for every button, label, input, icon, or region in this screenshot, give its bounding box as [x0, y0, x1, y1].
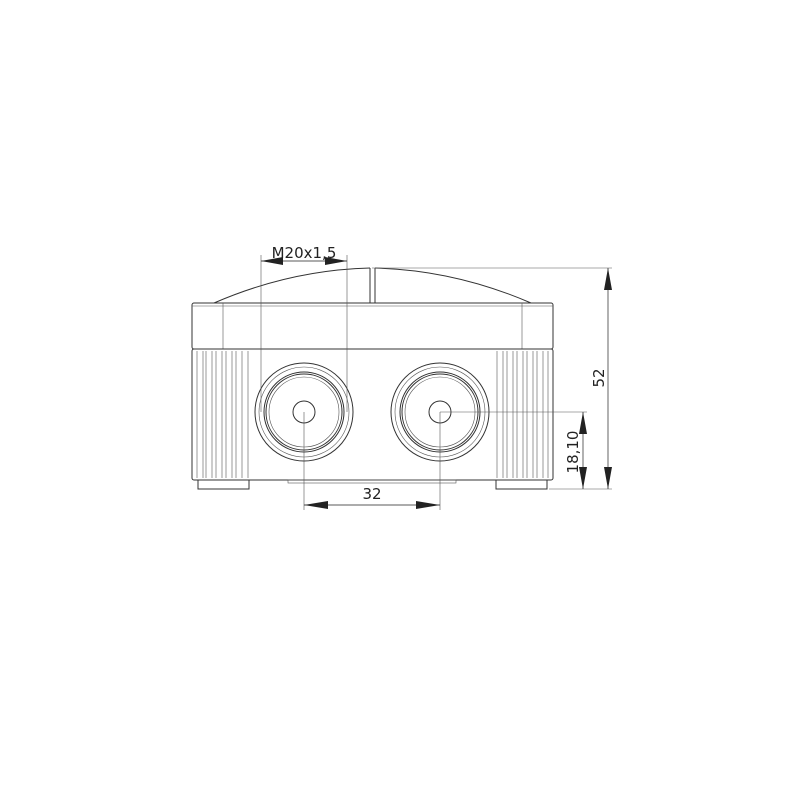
lid	[191, 302, 554, 350]
body	[191, 348, 554, 481]
dimension-gland-spacing: 32	[303, 412, 441, 510]
lid-edges	[192, 303, 553, 349]
height-label: 52	[590, 368, 608, 387]
foot-left	[197, 479, 250, 490]
dimension-height: 52	[372, 267, 612, 490]
lid-slot	[369, 268, 376, 303]
gland-height-label: 18,10	[564, 431, 582, 474]
dimension-gland-height: 18,10	[440, 411, 587, 489]
dimension-thread: M20x1,5	[260, 244, 348, 412]
foot-right	[495, 479, 548, 490]
lid-dome	[213, 267, 532, 304]
thread-label: M20x1,5	[272, 244, 337, 262]
junction-box	[191, 267, 554, 490]
bottom-strip	[287, 479, 457, 484]
gland-spacing-label: 32	[362, 485, 381, 503]
ribs	[196, 351, 549, 478]
